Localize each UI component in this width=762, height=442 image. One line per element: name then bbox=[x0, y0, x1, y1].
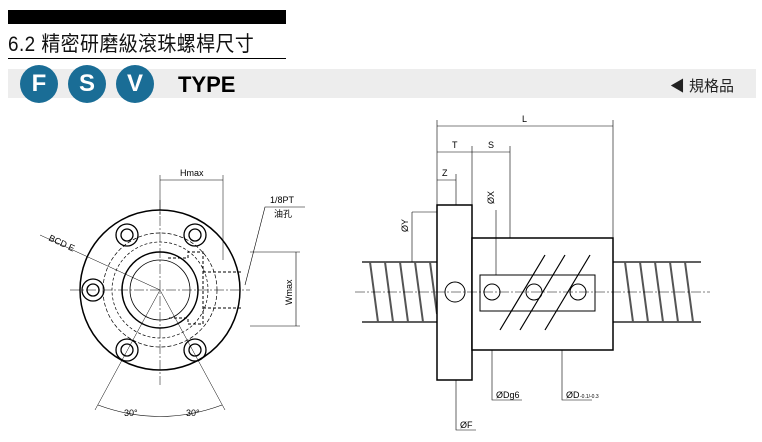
d-label: ØD bbox=[566, 390, 580, 400]
front-view bbox=[39, 175, 305, 417]
page-title: 6.2 精密研磨級滾珠螺桿尺寸 bbox=[8, 33, 255, 56]
angle-right-label: 30° bbox=[186, 408, 200, 418]
z-label: Z bbox=[442, 168, 448, 178]
section-bar bbox=[8, 10, 286, 24]
x-label: ØX bbox=[486, 191, 496, 204]
f-label: ØF bbox=[460, 420, 473, 430]
s-label: S bbox=[488, 140, 494, 150]
type-label: TYPE bbox=[178, 72, 236, 97]
t-label: T bbox=[452, 140, 458, 150]
bcd-label: BCD E bbox=[47, 233, 76, 254]
badge-f: F bbox=[20, 65, 58, 103]
hmax-label: Hmax bbox=[180, 168, 204, 178]
divider bbox=[8, 58, 286, 59]
y-label: ØY bbox=[400, 219, 410, 232]
side-view bbox=[355, 120, 710, 431]
badge-s: S bbox=[68, 65, 106, 103]
dg6-label: ØDg6 bbox=[496, 390, 520, 400]
pt-label: 1/8PT bbox=[270, 195, 295, 205]
oil-hole-label: 油孔 bbox=[274, 208, 292, 219]
spec-link[interactable]: ◀ 規格品 bbox=[669, 78, 734, 95]
wmax-label: Wmax bbox=[284, 279, 294, 305]
d-tolerance: -0.1/-0.3 bbox=[580, 394, 599, 400]
angle-left-label: 30° bbox=[124, 408, 138, 418]
badge-v: V bbox=[116, 65, 154, 103]
l-label: L bbox=[522, 114, 527, 124]
